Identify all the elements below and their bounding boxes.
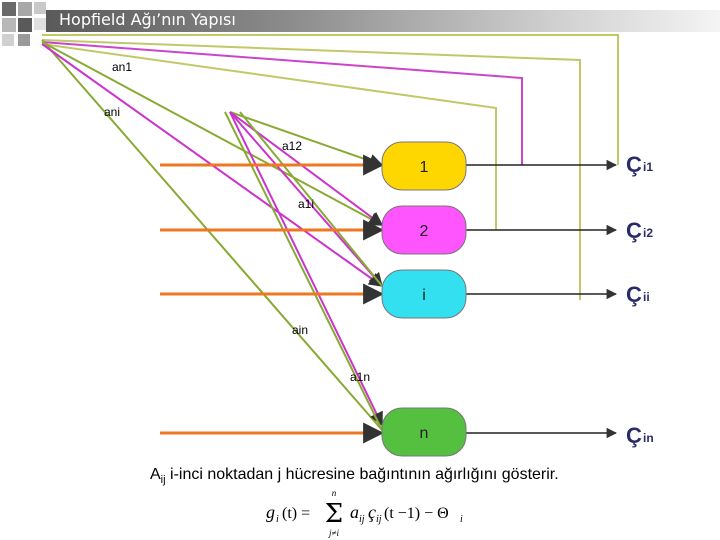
deco-square bbox=[34, 2, 46, 14]
output-label: Ç bbox=[626, 152, 642, 177]
output-sub: i2 bbox=[643, 226, 653, 240]
formula-arg: (t) = bbox=[282, 505, 310, 522]
formula-lhs: g bbox=[266, 502, 275, 522]
formula-lhs-sub: i bbox=[276, 514, 279, 525]
formula-term-a: a bbox=[350, 502, 359, 522]
formula-sum-top: n bbox=[332, 488, 337, 498]
sum-symbol: Σ bbox=[325, 499, 343, 529]
weight-label: a1n bbox=[350, 370, 370, 384]
caption: Aij i-inci noktadan j hücresine bağıntın… bbox=[150, 466, 559, 486]
formula-rest: (t −1) − Θ bbox=[384, 505, 449, 522]
output-sub: i1 bbox=[643, 160, 653, 174]
weight-line bbox=[239, 111, 383, 287]
output-label: Ç bbox=[626, 218, 642, 243]
node-2 bbox=[381, 205, 467, 255]
feedback-line bbox=[41, 41, 523, 165]
node-n bbox=[381, 407, 467, 457]
deco-square bbox=[34, 18, 46, 30]
weight-label: a12 bbox=[282, 139, 302, 153]
node-label: 1 bbox=[420, 159, 429, 176]
deco-square bbox=[2, 2, 16, 16]
output-label: Ç bbox=[626, 423, 642, 448]
deco-square bbox=[18, 2, 32, 16]
weight-label: ani bbox=[104, 105, 120, 119]
caption-text: i-inci noktadan j hücresine bağıntının a… bbox=[165, 466, 559, 483]
weight-label: a1i bbox=[298, 197, 314, 211]
slide-title: Hopfield Ağı’nın Yapısı bbox=[59, 10, 236, 29]
output-label: Ç bbox=[626, 282, 642, 307]
weight-label: an1 bbox=[112, 60, 132, 74]
weight-line bbox=[229, 111, 384, 168]
output-sub: in bbox=[643, 431, 654, 445]
node-label: 2 bbox=[420, 223, 429, 240]
formula-theta-sub: i bbox=[460, 514, 463, 525]
deco-square bbox=[18, 34, 30, 46]
formula-term-a-sub: ij bbox=[359, 514, 365, 525]
weight-line bbox=[41, 41, 384, 226]
deco-square bbox=[2, 18, 16, 32]
feedback-line bbox=[41, 43, 497, 230]
caption-prefix: A bbox=[150, 466, 161, 483]
formula: g i (t) = n Σ j≠i a ij ç ij (t −1) − Θ i bbox=[266, 488, 463, 538]
weight-line bbox=[41, 39, 383, 431]
deco-square bbox=[18, 18, 32, 32]
node-label: i bbox=[422, 287, 426, 304]
node-1 bbox=[381, 141, 467, 191]
node-i bbox=[381, 269, 467, 319]
deco-square bbox=[2, 34, 14, 46]
formula-term-c: ç bbox=[368, 502, 376, 522]
caption-subscript: ij bbox=[160, 474, 166, 487]
weight-line bbox=[229, 111, 383, 288]
output-sub: ii bbox=[643, 290, 650, 304]
weight-label: ain bbox=[292, 323, 308, 337]
formula-term-c-sub: ij bbox=[376, 514, 382, 525]
feedback-line bbox=[41, 39, 581, 300]
node-label: n bbox=[420, 425, 429, 442]
formula-sum-bottom: j≠i bbox=[328, 528, 339, 538]
title-bar bbox=[46, 10, 720, 32]
feedback-line bbox=[42, 34, 619, 165]
